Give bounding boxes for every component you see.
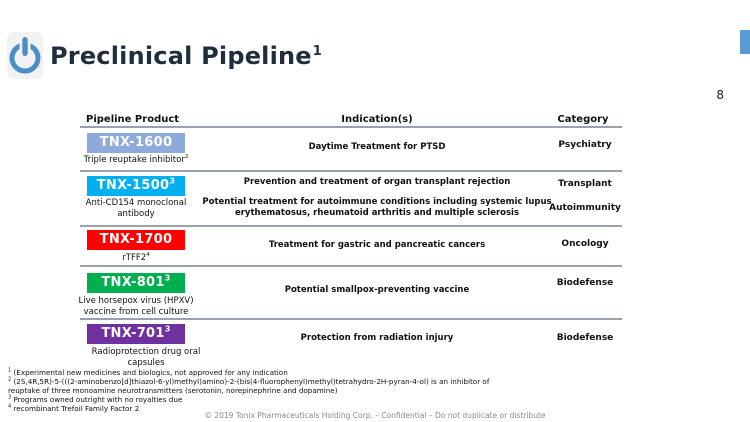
- table-rule: [80, 170, 622, 172]
- product-description: Anti-CD154 monoclonal antibody: [85, 198, 187, 219]
- footnote: 1 (Experimental new medicines and biolog…: [8, 367, 288, 377]
- table-rule: [80, 225, 622, 227]
- column-header-category: Category: [557, 114, 609, 125]
- page-title: Preclinical Pipeline1: [50, 42, 323, 70]
- category-label: Biodefense: [556, 278, 614, 288]
- category-label: Oncology: [561, 239, 609, 249]
- product-badge-tnx-1500: TNX-15003: [87, 176, 185, 196]
- table-rule: [80, 126, 622, 128]
- column-header-indication: Indication(s): [341, 114, 413, 125]
- product-description: Radioprotection drug oral capsules: [91, 347, 201, 368]
- table-rule: [80, 265, 622, 267]
- product-description: rTFF24: [122, 252, 150, 263]
- product-badge-tnx-701: TNX-7013: [87, 324, 185, 344]
- indication-text: Potential treatment for autoimmune condi…: [202, 197, 552, 218]
- indication-text: Daytime Treatment for PTSD: [308, 142, 446, 152]
- footnote: reuptake of three monoamine neurotransmi…: [8, 386, 338, 395]
- product-badge-tnx-1700: TNX-1700: [87, 230, 185, 250]
- page-number: 8: [716, 88, 724, 102]
- footnote: 3 Programs owned outright with no royalt…: [8, 394, 183, 404]
- footnote: 4 recombinant Trefoil Family Factor 2: [8, 403, 140, 413]
- indication-text: Treatment for gastric and pancreatic can…: [268, 240, 486, 250]
- product-description: Live horsepox virus (HPXV) vaccine from …: [78, 296, 194, 317]
- column-header-product: Pipeline Product: [86, 114, 180, 125]
- category-label: Psychiatry: [558, 140, 612, 150]
- product-description: Triple reuptake inhibitor2: [83, 154, 189, 165]
- company-logo-icon: [7, 32, 43, 79]
- product-badge-tnx-1600: TNX-1600: [87, 133, 185, 153]
- product-badge-tnx-801: TNX-8013: [87, 273, 185, 293]
- category-label: Autoimmunity: [549, 203, 621, 213]
- indication-text: Potential smallpox-preventing vaccine: [284, 285, 470, 295]
- corner-accent: [740, 30, 750, 54]
- indication-text: Protection from radiation injury: [300, 333, 454, 343]
- footnote: 2 (2S,4R,5R)-5-(((2-aminobenzo[d]thiazol…: [8, 376, 490, 386]
- indication-text: Prevention and treatment of organ transp…: [243, 177, 511, 187]
- copyright-notice: © 2019 Tonix Pharmaceuticals Holding Cor…: [204, 411, 546, 420]
- table-rule: [80, 318, 622, 320]
- category-label: Biodefense: [556, 333, 614, 343]
- category-label: Transplant: [558, 179, 612, 189]
